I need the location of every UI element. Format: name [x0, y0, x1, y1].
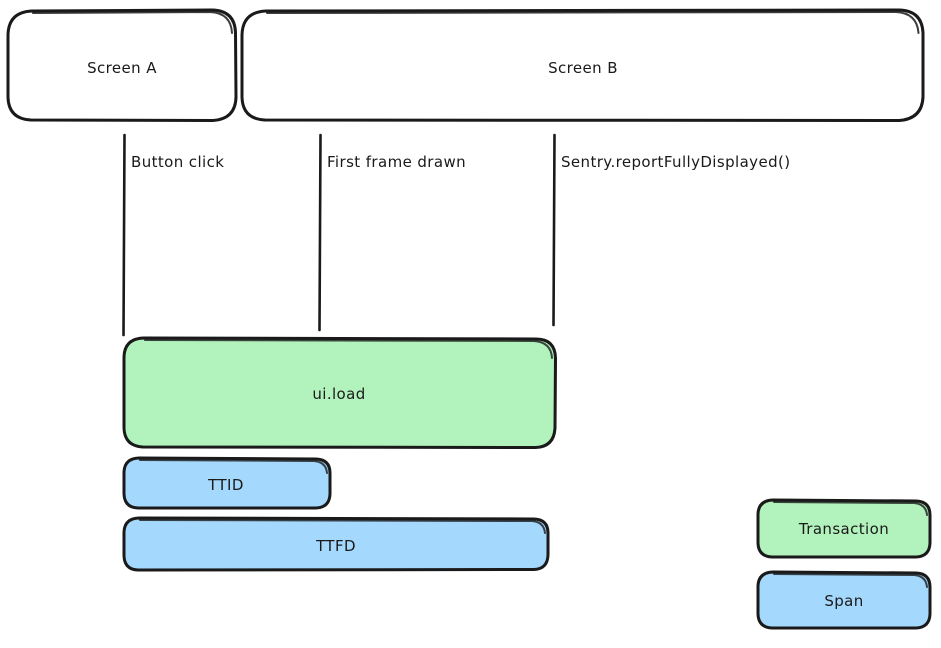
bar-ttid-outline [122, 456, 332, 510]
bar-ttid[interactable]: TTID [122, 456, 332, 510]
legend-item-transaction[interactable]: Transaction [756, 498, 932, 559]
screen-box-group: Screen A Screen B [6, 8, 925, 122]
bar-ttfd-fill [124, 518, 548, 570]
legend-span-outline-overdraw [773, 573, 928, 588]
bar-ui-load-label: ui.load [312, 385, 365, 403]
marker-first-frame-drawn-label: First frame drawn [327, 153, 466, 171]
legend-span-outline [756, 570, 932, 630]
legend-span-fill [758, 572, 930, 628]
screen-b-outline [240, 8, 925, 122]
bar-ui-load[interactable]: ui.load [122, 336, 557, 449]
bar-ttfd-outline-overdraw [139, 519, 546, 534]
timeline-marker-group: Button click First frame drawn Sentry.re… [122, 133, 791, 337]
marker-report-fully-displayed-line [552, 133, 556, 327]
legend-span-label: Span [824, 592, 863, 610]
duration-bar-group: ui.load TTID TTFD [122, 336, 557, 572]
bar-ui-load-outline [122, 336, 557, 449]
bar-ttid-outline-overdraw [139, 459, 328, 474]
marker-first-frame-drawn-line [318, 133, 322, 332]
marker-button-click-label: Button click [131, 153, 224, 171]
bar-ttfd[interactable]: TTFD [122, 516, 550, 572]
screen-box-screen-a[interactable]: Screen A [6, 8, 238, 122]
screen-b-label: Screen B [548, 59, 618, 77]
bar-ui-load-fill [124, 338, 556, 448]
legend-transaction-outline [756, 498, 932, 559]
bar-ttfd-label: TTFD [315, 537, 356, 555]
screen-a-label: Screen A [87, 59, 157, 77]
marker-first-frame-drawn: First frame drawn [318, 133, 466, 332]
legend-group: Transaction Span [756, 498, 932, 630]
legend-transaction-label: Transaction [798, 520, 889, 538]
screen-a-outline [6, 8, 238, 122]
screen-b-outline-overdraw [266, 11, 920, 34]
bar-ui-load-outline-overdraw [144, 339, 553, 359]
marker-button-click-line [122, 133, 126, 337]
bar-ttid-label: TTID [207, 476, 244, 494]
legend-transaction-outline-overdraw [773, 501, 928, 516]
marker-report-fully-displayed-label: Sentry.reportFullyDisplayed() [561, 153, 791, 171]
marker-button-click: Button click [122, 133, 224, 337]
bar-ttid-fill [124, 458, 330, 508]
legend-item-span[interactable]: Span [756, 570, 932, 630]
bar-ttfd-outline [122, 516, 550, 572]
screen-box-screen-b[interactable]: Screen B [240, 8, 925, 122]
marker-report-fully-displayed: Sentry.reportFullyDisplayed() [552, 133, 791, 327]
legend-transaction-fill [758, 500, 930, 557]
screen-a-outline-overdraw [32, 11, 233, 34]
